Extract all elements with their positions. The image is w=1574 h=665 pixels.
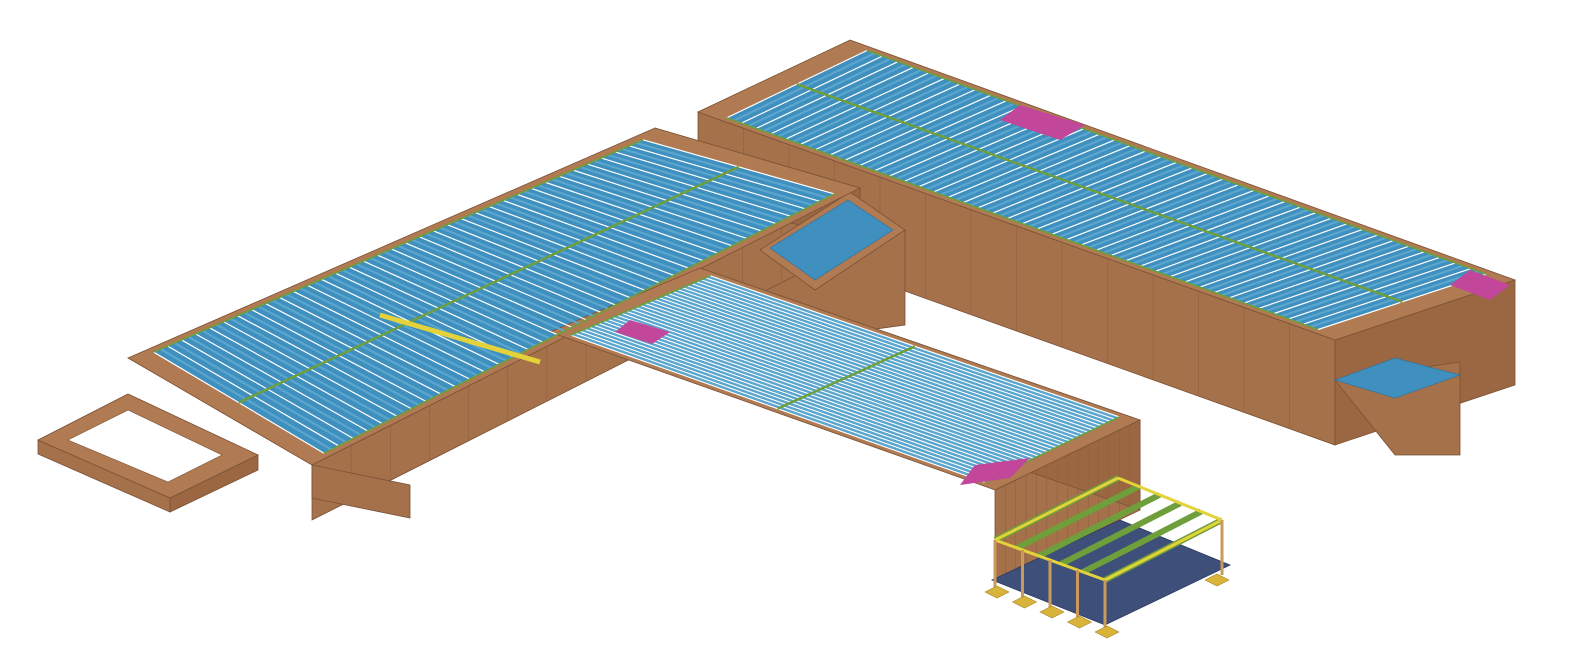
- joists-layer: [153, 49, 1487, 483]
- canopy-edge: [1117, 476, 1223, 522]
- north-east-wing-girder: [796, 83, 1403, 303]
- canopy-footing: [1011, 595, 1038, 609]
- canopy-edge: [1104, 518, 1223, 582]
- mep-zone-1: [1000, 105, 1085, 140]
- north-east-wing-edge-beam: [726, 117, 1319, 331]
- ne-annex-deck: [1334, 357, 1462, 399]
- annex-front-wall: [311, 464, 411, 519]
- south-wing-edge-beam: [570, 275, 711, 336]
- canopy-footing: [1039, 605, 1065, 619]
- canopy-beam: [1081, 508, 1203, 575]
- canopy-edge: [994, 476, 1119, 542]
- courtyard-void: [67, 409, 223, 483]
- west-wing-edge-beam: [153, 139, 644, 353]
- mep-zone-3: [615, 320, 670, 344]
- canopy-footing: [1204, 573, 1230, 587]
- details-layer: [153, 49, 1510, 639]
- connector-deck: [769, 199, 894, 281]
- canopy-beam: [1015, 483, 1141, 551]
- south-wing-girder: [777, 345, 916, 410]
- canopy-footing: [1066, 615, 1093, 629]
- canopy-beam: [1059, 500, 1182, 567]
- canopy-footing: [1094, 625, 1120, 639]
- north-east-wing-edge-beam: [866, 49, 1487, 275]
- mep-zone-2: [1450, 270, 1510, 300]
- canopy-footing: [984, 585, 1010, 599]
- west-wing-girder: [238, 165, 740, 404]
- canopy-beam: [1037, 492, 1161, 559]
- transfer-beam: [379, 312, 541, 365]
- west-wing-edge-beam: [323, 193, 835, 454]
- mep-zone-4: [960, 458, 1030, 485]
